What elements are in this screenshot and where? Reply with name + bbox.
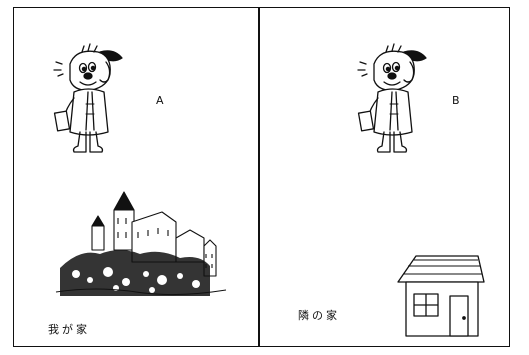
castle-illustration: [55, 191, 227, 296]
panel-left: A: [14, 8, 258, 346]
panel-divider: [258, 7, 260, 347]
house-label-right: 隣の家: [298, 309, 340, 322]
house-label-left: 我が家: [48, 323, 90, 336]
comparison-frame: [13, 7, 510, 347]
panel-right: B 隣の家: [260, 8, 509, 346]
character-label-b: B: [452, 94, 460, 107]
small-house-illustration: [397, 255, 485, 337]
character-label-a: A: [156, 94, 164, 107]
worried-dog-character-icon: [53, 43, 123, 153]
worried-dog-character-icon: [357, 43, 427, 153]
